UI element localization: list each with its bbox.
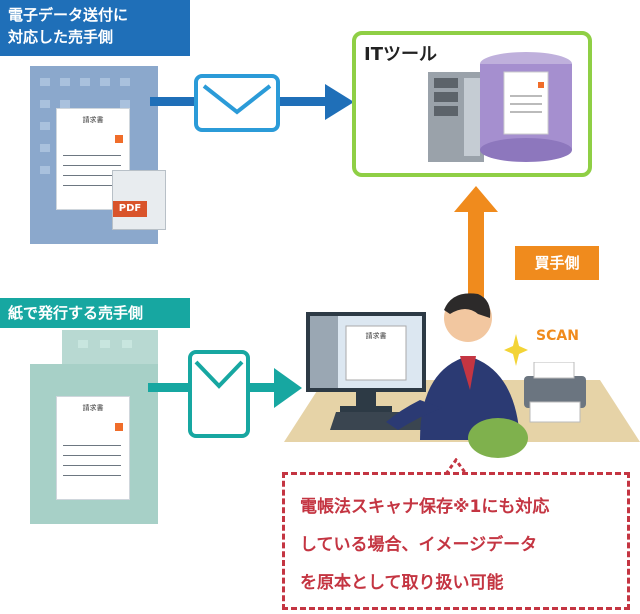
monitor-icon: 請求書 bbox=[306, 312, 426, 412]
it-tool-title: ITツール bbox=[364, 44, 437, 65]
pdf-file-icon: PDF bbox=[112, 170, 166, 230]
database-icon bbox=[480, 52, 572, 162]
sparkle-icon bbox=[504, 334, 528, 366]
callout-box bbox=[282, 472, 630, 610]
pdf-badge: PDF bbox=[113, 201, 147, 217]
callout-line-2: している場合、イメージデータ bbox=[300, 535, 538, 555]
envelope-icon bbox=[188, 350, 250, 438]
scan-label: SCAN bbox=[536, 328, 579, 344]
callout-text: 電帳法スキャナ保存※1にも対応 している場合、イメージデータ を原本として取り扱… bbox=[300, 488, 620, 602]
callout-line-1: 電帳法スキャナ保存※1にも対応 bbox=[300, 497, 550, 517]
callout-line-3: を原本として取り扱い可能 bbox=[300, 573, 504, 593]
paper-invoice-document: 請求書 bbox=[56, 396, 130, 500]
envelope-icon bbox=[194, 74, 280, 132]
stamp-icon bbox=[115, 423, 123, 431]
invoice-title: 請求書 bbox=[366, 331, 387, 340]
stamp-icon bbox=[115, 135, 123, 143]
invoice-title: 請求書 bbox=[82, 116, 104, 124]
upload-arrow bbox=[454, 186, 498, 310]
chair-icon bbox=[468, 418, 528, 458]
buyer-label: 買手側 bbox=[515, 246, 599, 280]
callout-pointer bbox=[444, 458, 468, 475]
server-icon bbox=[428, 72, 484, 162]
paper-seller-label: 紙で発行する売手側 bbox=[0, 298, 190, 328]
electronic-seller-label: 電子データ送付に 対応した売手側 bbox=[0, 0, 190, 56]
invoice-title: 請求書 bbox=[82, 404, 104, 412]
scanner-icon bbox=[524, 362, 586, 423]
